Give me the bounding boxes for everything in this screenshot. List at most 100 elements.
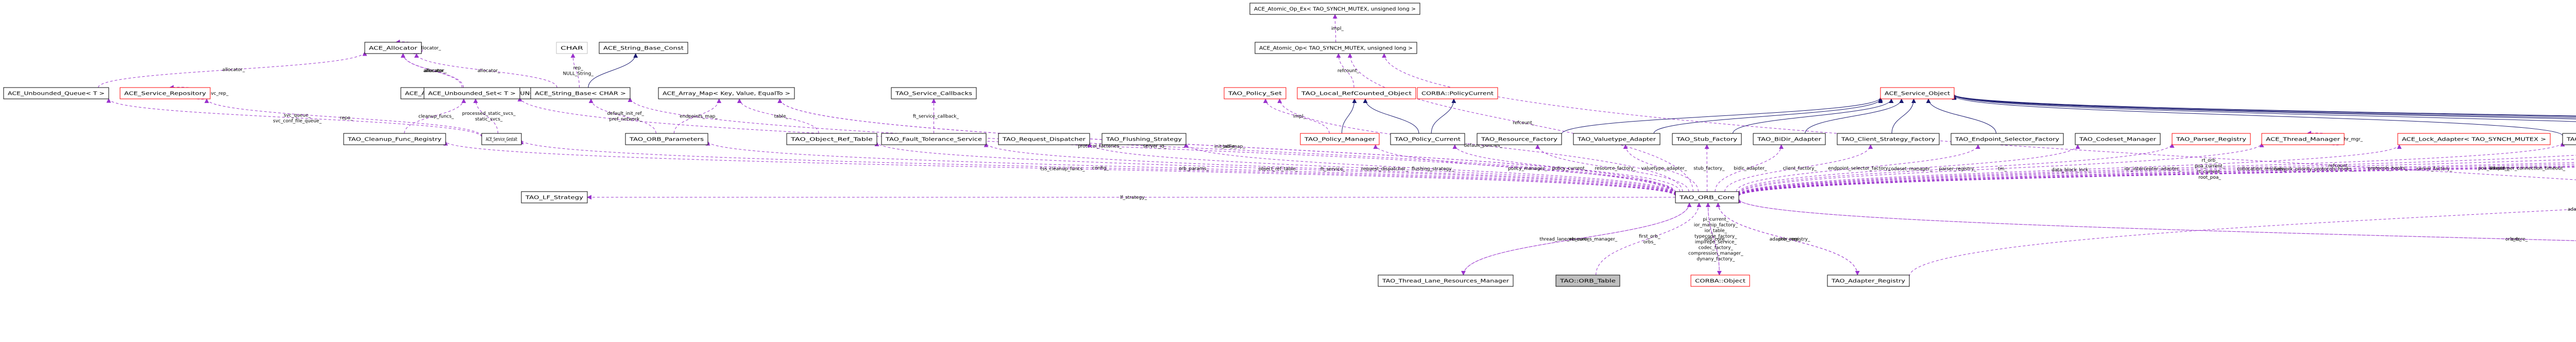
class-node-request-dispatcher[interactable]: TAO_Request_Dispatcher xyxy=(998,133,1090,145)
edge-label: flushing_strategy_ xyxy=(1412,167,1454,172)
edge-line xyxy=(1373,144,1676,193)
edge-line xyxy=(1535,144,1689,192)
edge-label: protocols_hooks_ xyxy=(2368,166,2408,172)
class-node-allocator[interactable]: ACE_Allocator xyxy=(364,42,422,54)
edge-line xyxy=(443,141,1676,196)
edge-resource_factory-to-service_object xyxy=(1561,97,1883,134)
class-node-unbounded-set[interactable]: ACE_Unbounded_Set< T > xyxy=(423,87,520,99)
node-label: TAO_ORB_Core xyxy=(1679,195,1735,201)
class-node-stub-factory[interactable]: TAO_Stub_Factory xyxy=(1672,133,1742,145)
edge-label: first_orb_ xyxy=(1639,234,1660,240)
class-node-local-refcounted[interactable]: TAO_Local_RefCounted_Object xyxy=(1297,87,1416,99)
class-node-fault-tolerance[interactable]: TAO_Fault_Tolerance_Service xyxy=(881,133,987,145)
edge-client_strategy_factory-to-service_object xyxy=(1891,98,1917,134)
class-node-policy-current-corba[interactable]: CORBA::PolicyCurrent xyxy=(1417,87,1498,99)
edge-label: collocation_resolver_ xyxy=(2237,166,2285,172)
class-node-valuetype-adapter[interactable]: TAO_Valuetype_Adapter xyxy=(1573,133,1660,145)
node-box xyxy=(556,42,588,54)
node-box xyxy=(1249,3,1420,15)
edge-label: allocator_ xyxy=(424,69,447,74)
node-label: CHAR xyxy=(561,46,584,52)
edge-orb_table-to-orb_core: first_orb_orbs_ xyxy=(1596,202,1702,276)
edge-label: svc_rep_ xyxy=(209,91,229,96)
class-node-service-callbacks[interactable]: TAO_Service_Callbacks xyxy=(891,87,977,99)
class-node-service-gestalt[interactable]: ACE_Service_Gestalt xyxy=(481,133,522,145)
class-node-adapter-registry[interactable]: TAO_Adapter_Registry xyxy=(1827,275,1910,287)
edge-bidir_adapter-to-service_object xyxy=(1805,98,1904,134)
class-node-string-base-const[interactable]: ACE_String_Base_Const xyxy=(599,42,688,54)
edge-line xyxy=(1263,98,1330,134)
edge-policy_current-to-local_refcounted xyxy=(1363,98,1419,134)
class-node-parser-registry[interactable]: TAO_Parser_Registry xyxy=(2172,133,2251,145)
edge-line xyxy=(1724,144,1873,192)
edge-adapter_registry-to-orb_core: orb_core_ xyxy=(1716,202,1858,276)
edge-label: orb_core_ xyxy=(2505,237,2528,242)
edge-orb_core-to-thread_manager: tm_ xyxy=(1738,142,2264,195)
class-node-lock-adapter[interactable]: ACE_Lock_Adapter< TAO_SYNCH_MUTEX > xyxy=(2397,133,2551,145)
class-node-atomic-op-ex[interactable]: ACE_Atomic_Op_Ex< TAO_SYNCH_MUTEX, unsig… xyxy=(1249,3,1420,15)
edge-line xyxy=(1738,159,2576,196)
edge-line xyxy=(1452,144,1681,192)
edge-line xyxy=(1715,144,1784,192)
edge-label: table_ xyxy=(774,114,789,119)
class-node-service-repository[interactable]: ACE_Service_Repository xyxy=(120,87,211,99)
class-node-orb-table[interactable]: TAO::ORB_Table xyxy=(1555,275,1620,287)
class-node-codeset-manager[interactable]: TAO_Codeset_Manager xyxy=(2075,133,2161,145)
edge-service_gestalt-to-unbounded_set: processed_static_svcs_static_svcs_ xyxy=(462,98,516,134)
class-node-unbounded-queue[interactable]: ACE_Unbounded_Queue< T > xyxy=(3,87,109,99)
class-node-policy-current[interactable]: TAO_Policy_Current xyxy=(1390,133,1465,145)
class-node-object-ref-table[interactable]: TAO_Object_Ref_Table xyxy=(786,133,877,145)
edge-line xyxy=(1461,202,1690,276)
class-node-flushing-strategy[interactable]: TAO_Flushing_Strategy xyxy=(1101,133,1187,145)
class-node-orb-core[interactable]: TAO_ORB_Core xyxy=(1675,191,1739,203)
edge-orb_core-to-array_map: table_ xyxy=(777,98,1676,194)
class-node-corba-object[interactable]: CORBA::Object xyxy=(1690,275,1750,287)
edge-line xyxy=(1342,98,1357,134)
edge-line xyxy=(1738,167,2576,197)
edge-line xyxy=(1738,162,2576,196)
edge-ior_interceptor_adapter-to-service_object xyxy=(1952,95,2563,136)
edge-line xyxy=(1952,94,2576,122)
edge-unbounded_set-to-allocator: allocator_ xyxy=(400,53,463,88)
node-box xyxy=(1573,133,1660,145)
edge-line xyxy=(1347,53,1693,192)
edge-line xyxy=(737,98,819,134)
edge-line xyxy=(588,98,656,134)
class-node-bidir-adapter[interactable]: TAO_BiDir_Adapter xyxy=(1753,133,1826,145)
edge-line xyxy=(1738,144,2080,193)
class-node-service-object[interactable]: ACE_Service_Object xyxy=(1880,87,1955,99)
class-node-ior-interceptor-adapter[interactable]: TAO_IORInterceptor_Adapter xyxy=(2562,133,2576,145)
class-node-endpoint-selector-factory[interactable]: TAO_Endpoint_Selector_Factory xyxy=(1951,133,2064,145)
edge-server_strategy_factory-to-service_object xyxy=(1952,94,2576,117)
class-node-array-map[interactable]: ACE_Array_Map< Key, Value, EqualTo > xyxy=(658,87,795,99)
node-label: TAO_Parser_Registry xyxy=(2176,137,2247,143)
class-node-policy-set[interactable]: TAO_Policy_Set xyxy=(1224,87,1286,99)
node-label: ACE_String_Base_Const xyxy=(603,46,684,52)
class-node-atomic-op[interactable]: ACE_Atomic_Op< TAO_SYNCH_MUTEX, unsigned… xyxy=(1255,42,1417,54)
class-node-resource-factory[interactable]: TAO_Resource_Factory xyxy=(1477,133,1562,145)
edge-label: server_id_ xyxy=(1143,144,1167,149)
class-node-lf-strategy[interactable]: TAO_LF_Strategy xyxy=(521,191,588,203)
class-node-cleanup-registry[interactable]: TAO_Cleanup_Func_Registry xyxy=(343,133,446,145)
class-node-orb-parameters[interactable]: TAO_ORB_Parameters xyxy=(625,133,708,145)
node-box xyxy=(1300,133,1380,145)
class-node-thread-manager[interactable]: ACE_Thread_Manager xyxy=(2261,133,2345,145)
class-node-char[interactable]: CHAR xyxy=(556,42,588,54)
node-label: TAO_Object_Ref_Table xyxy=(790,137,873,143)
class-node-string-base-char[interactable]: ACE_String_Base< CHAR > xyxy=(530,87,631,99)
node-box xyxy=(2172,133,2251,145)
class-node-client-strategy-factory[interactable]: TAO_Client_Strategy_Factory xyxy=(1837,133,1940,145)
edge-string_base_char-to-char: rep_NULL_String_ xyxy=(563,53,594,88)
edge-label: endpoint_selector_factory_ xyxy=(1828,166,1891,172)
edge-line xyxy=(1596,202,1702,276)
edge-orb_core-to-codeset_manager: codeset_manager_ xyxy=(1738,144,2080,193)
edge-orb_core-to-string_base_char: server_id_ xyxy=(628,97,1676,195)
edge-orb_core-to-pseudo_var: rt_orb_poa_current_rt_current_root_poa_ xyxy=(1738,155,2576,196)
edge-line xyxy=(400,53,463,88)
node-label: TAO_Stub_Factory xyxy=(1676,137,1738,143)
edge-line xyxy=(106,98,482,138)
class-node-policy-manager[interactable]: TAO_Policy_Manager xyxy=(1300,133,1380,145)
class-node-thread-lane-mgr[interactable]: TAO_Thread_Lane_Resources_Manager xyxy=(1378,275,1514,287)
edge-orb_core-to-ior_interceptor_adapter: ior_interceptor_adapter_ xyxy=(1738,142,2565,196)
